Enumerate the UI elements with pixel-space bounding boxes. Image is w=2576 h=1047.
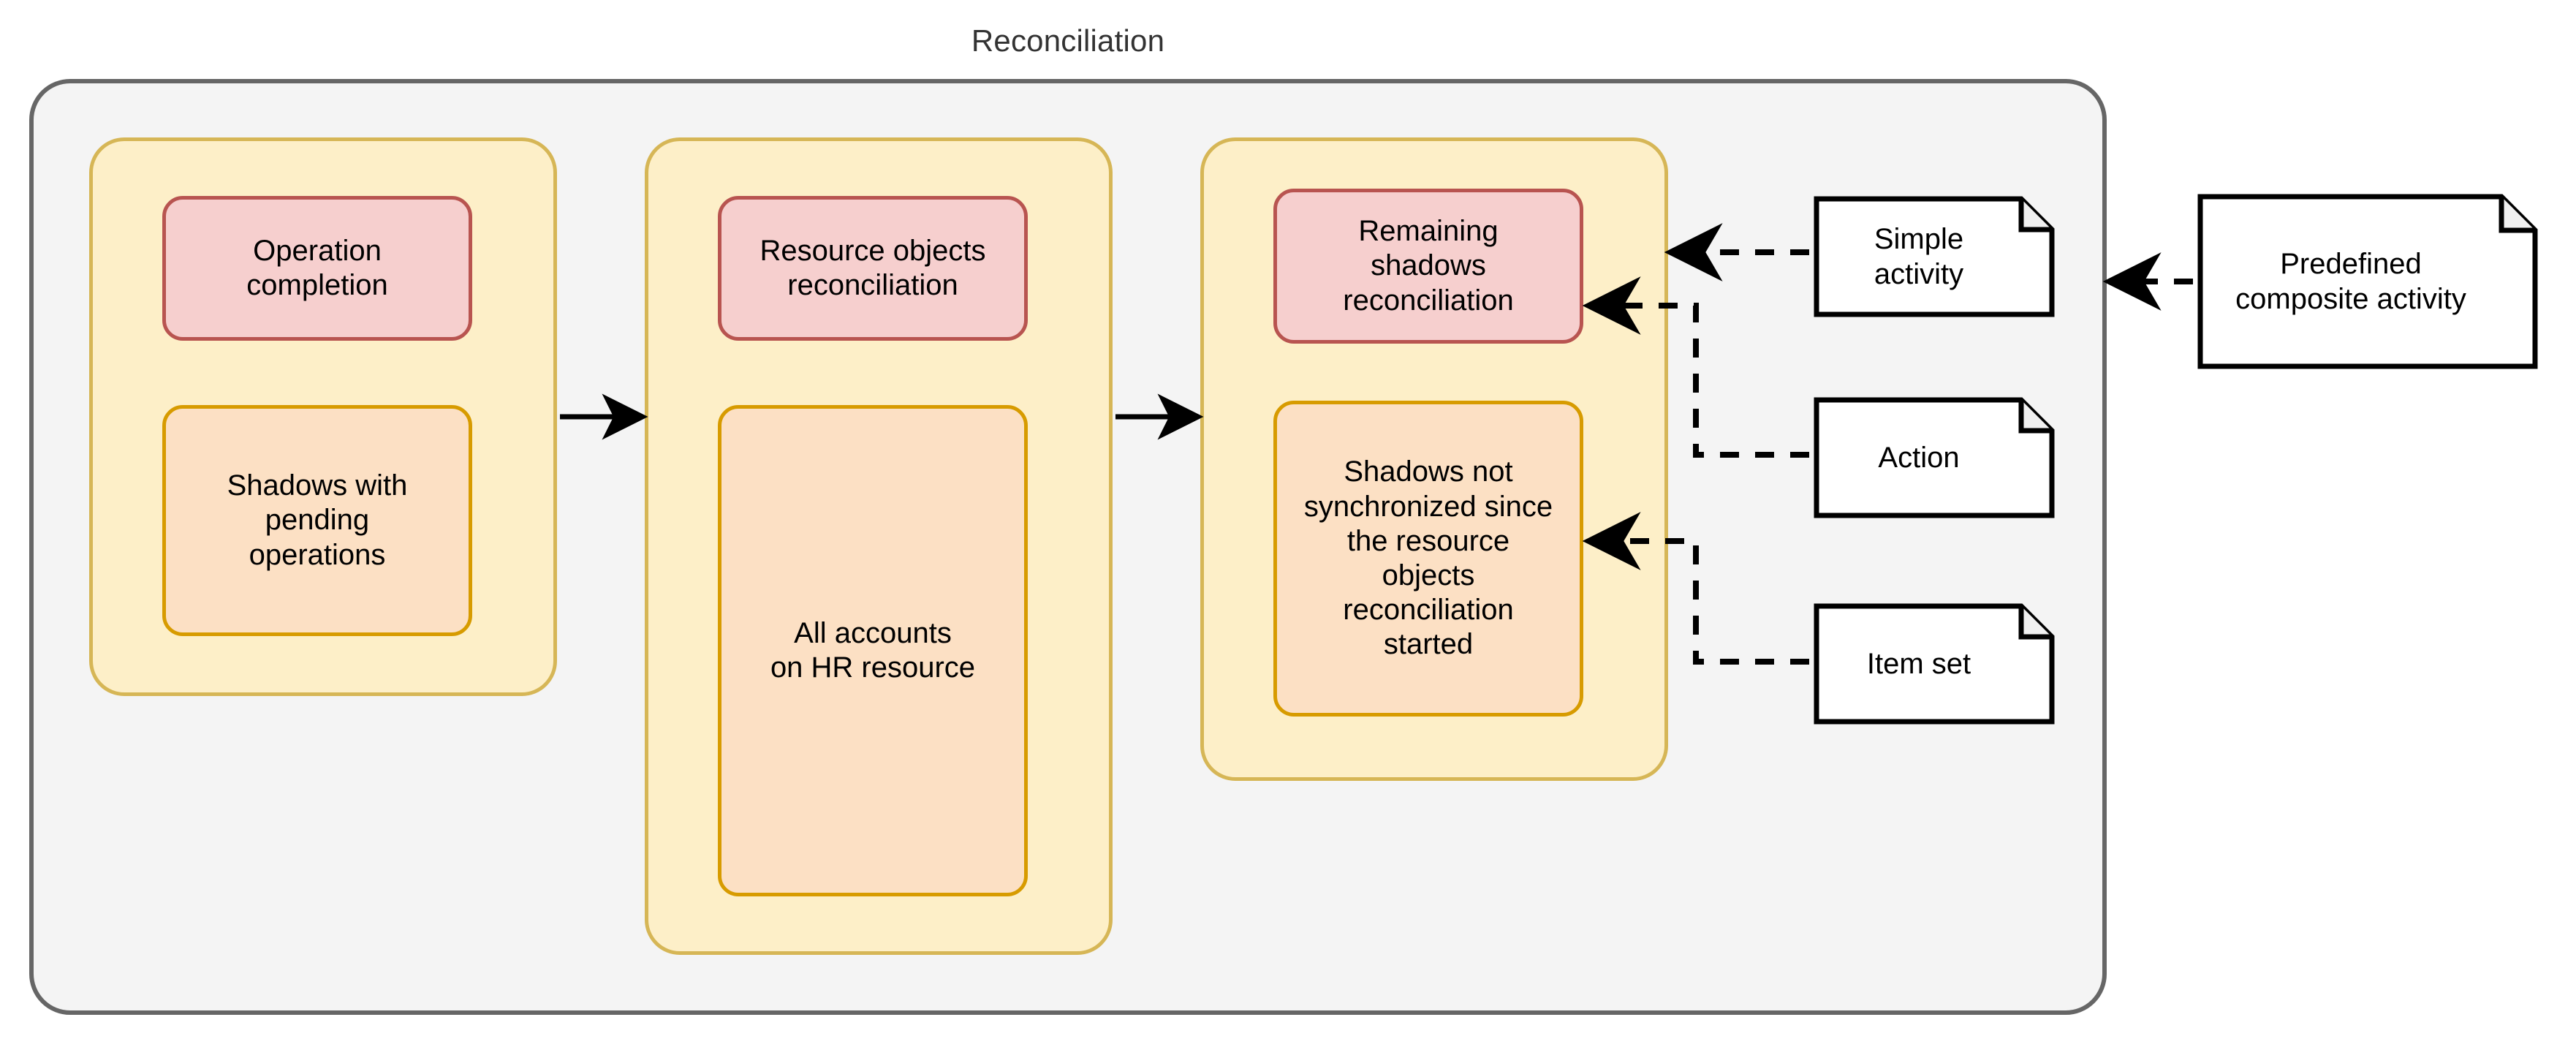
task-shadows-with-pending-operations[interactable]: Shadows with pending operations xyxy=(162,405,472,636)
page-title: Reconciliation xyxy=(971,23,1165,58)
note-item-set-label: Item set xyxy=(1866,648,1971,680)
note-predefined-composite-activity-label: Predefined composite activity xyxy=(2235,248,2466,315)
note-action[interactable]: Action xyxy=(1814,397,2055,518)
note-action-label: Action xyxy=(1878,442,1960,474)
task-remaining-shadows-reconciliation[interactable]: Remaining shadows reconciliation xyxy=(1273,189,1583,344)
note-predefined-composite-activity[interactable]: Predefined composite activity xyxy=(2197,194,2538,369)
note-folded-corner-icon xyxy=(1814,397,2055,518)
note-simple-activity-label: Simple activity xyxy=(1874,223,1964,290)
note-folded-corner-icon xyxy=(2197,194,2538,369)
task-operation-completion[interactable]: Operation completion xyxy=(162,196,472,341)
note-item-set[interactable]: Item set xyxy=(1814,603,2055,725)
note-simple-activity[interactable]: Simple activity xyxy=(1814,196,2055,317)
task-shadows-not-synchronized[interactable]: Shadows not synchronized since the resou… xyxy=(1273,401,1583,717)
task-all-accounts-on-hr-resource[interactable]: All accounts on HR resource xyxy=(718,405,1028,896)
note-folded-corner-icon xyxy=(1814,196,2055,317)
task-resource-objects-reconciliation[interactable]: Resource objects reconciliation xyxy=(718,196,1028,341)
note-folded-corner-icon xyxy=(1814,603,2055,725)
